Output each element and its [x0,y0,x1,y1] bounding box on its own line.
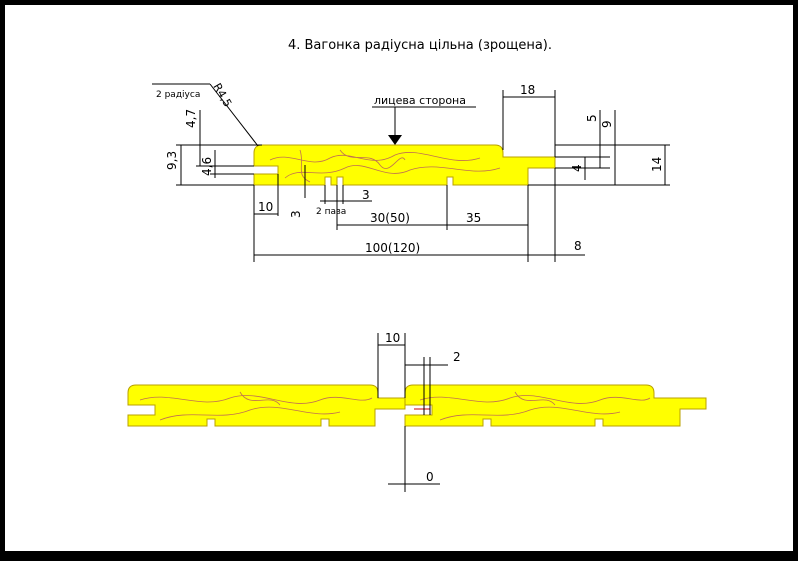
board-profile [253,144,556,186]
dim-18-text: 18 [520,83,535,97]
dim-35-text: 35 [466,211,481,225]
dim-3b-text: 3 [362,188,370,202]
joint-10-text: 10 [385,331,400,345]
dim-46-text: 4,6 [200,157,214,176]
face-side-arrow [388,135,402,145]
left-board-grain [139,391,373,421]
profile-section: 2 радіуса R4,5 лицева сторона 18 9,3 4,7… [152,81,670,262]
left-board [127,384,406,427]
joint-2-text: 2 [453,350,461,364]
dim-3a-text: 3 [289,210,303,218]
dim-5-text: 5 [585,114,599,122]
dim-4-text: 4 [570,164,584,172]
right-board [404,384,707,427]
drawing-sheet [3,3,795,553]
slots-note-label: 2 паза [316,207,346,217]
radius-note-label: 2 радіуса [156,90,200,100]
dim-3050-text: 30(50) [370,211,410,225]
dim-total-text: 100(120) [365,241,420,255]
dim-10-text: 10 [258,200,273,214]
face-side-label: лицева сторона [374,94,466,107]
joint-0-text: 0 [426,470,434,484]
dim-9-text: 9 [600,120,614,128]
joined-boards-section: 10 2 0 [127,331,707,492]
dim-47-text: 4,7 [184,109,198,128]
wood-grain [269,149,501,183]
dim-8-text: 8 [574,239,582,253]
radius-leader-arrow [209,83,259,147]
dim-14-text: 14 [650,157,664,172]
dim-93-text: 9,3 [165,151,179,170]
right-board-grain [419,391,651,421]
drawing-title: 4. Вагонка радіусна цільна (зрощена). [288,38,552,53]
